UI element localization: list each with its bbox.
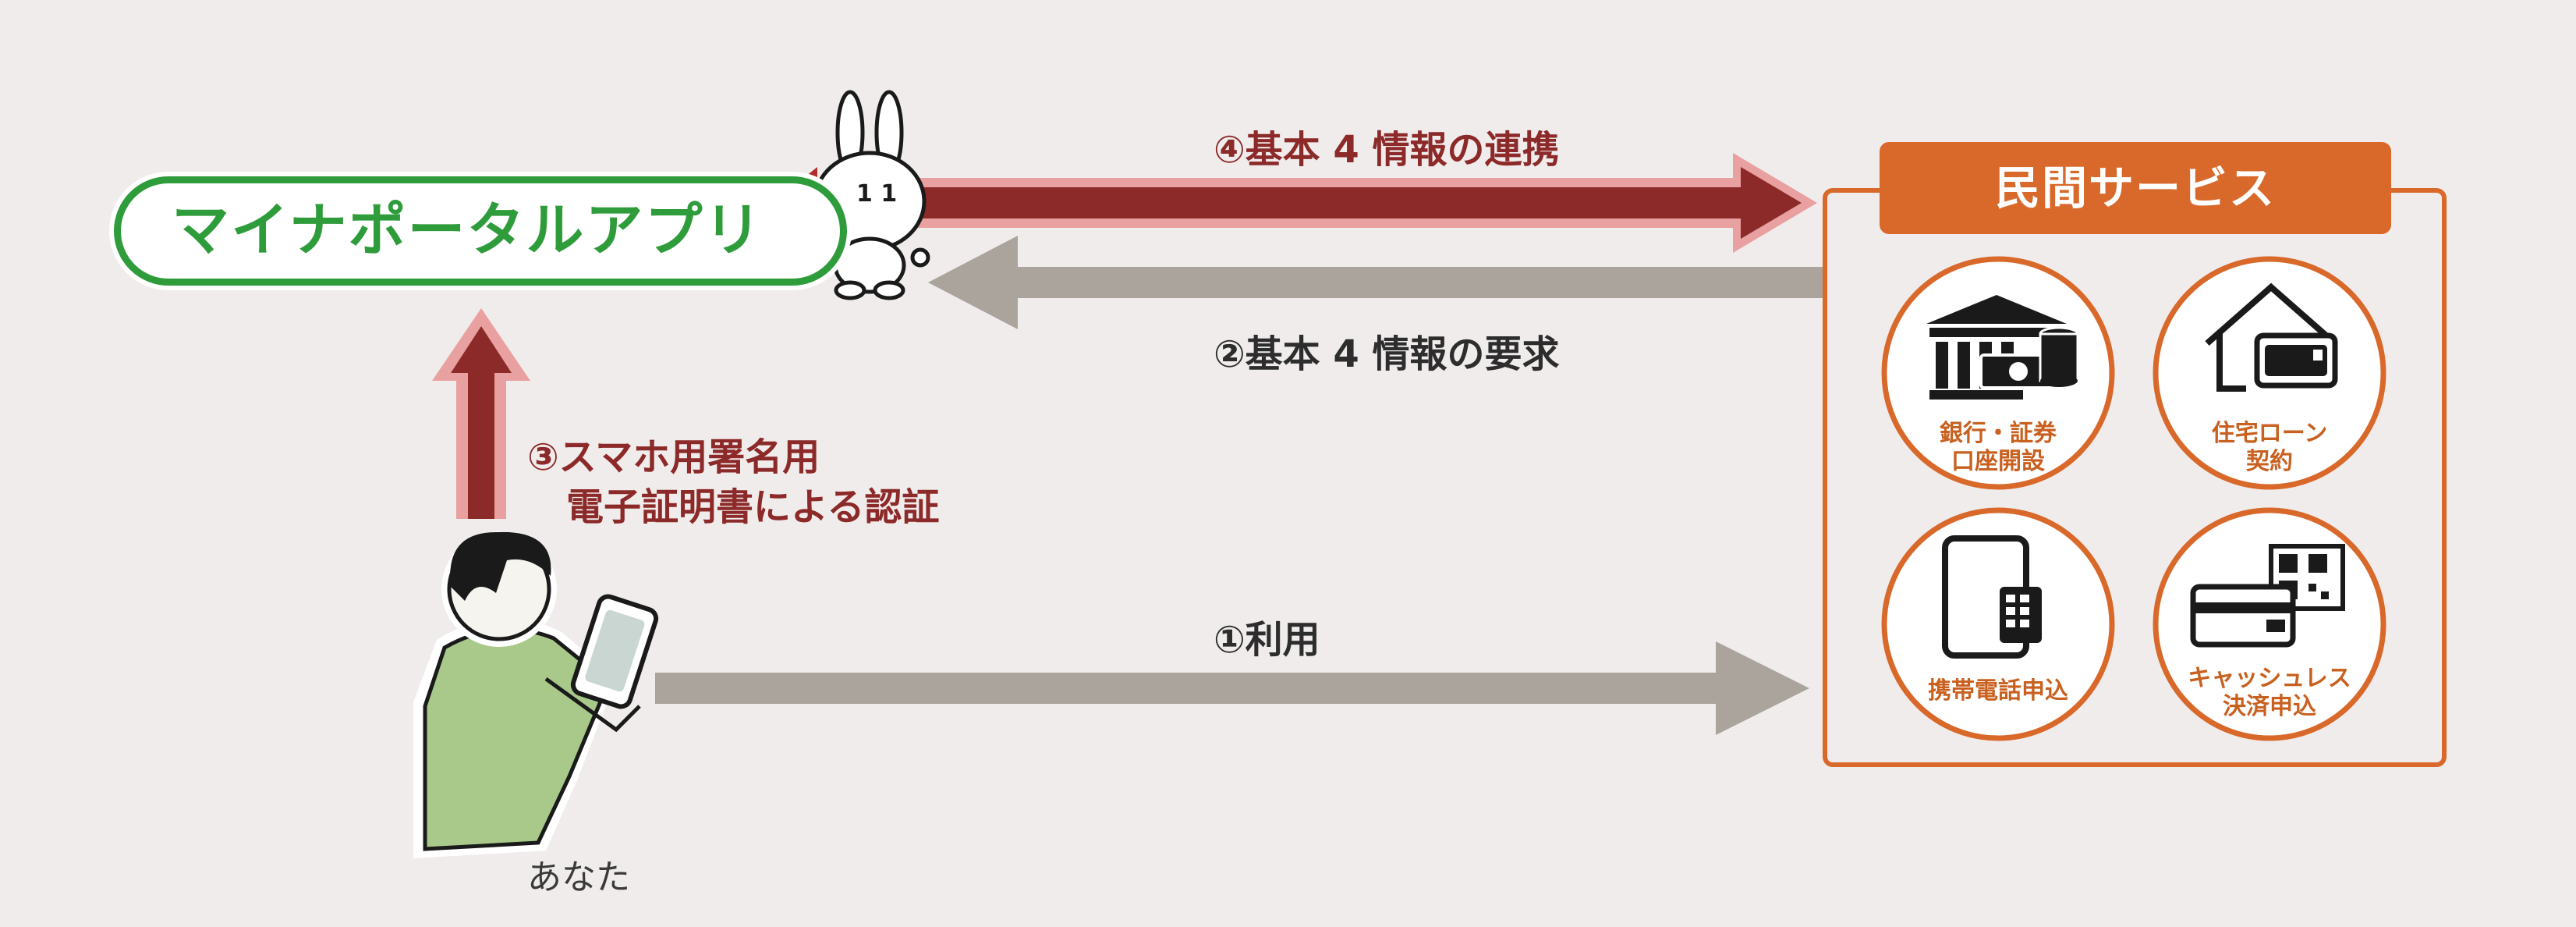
service-mortgage: 住宅ローン 契約 <box>2168 420 2371 476</box>
service-mobile: 携帯電話申込 <box>1897 677 2099 705</box>
user-figure <box>413 531 659 858</box>
app-pill <box>114 176 847 286</box>
svg-text:1 1: 1 1 <box>856 180 897 208</box>
service-bank-line1: 銀行・証券 <box>1940 420 2057 447</box>
request-arrow <box>928 236 1825 329</box>
service-mortgage-line2: 契約 <box>2246 448 2293 475</box>
link-arrow <box>897 153 1817 253</box>
user-label: あなた <box>527 858 630 897</box>
service-mortgage-line1: 住宅ローン <box>2211 420 2328 447</box>
app-title: マイナポータルアプリ <box>172 197 764 264</box>
step-request-label: ②基本 4 情報の要求 <box>1214 332 1560 376</box>
service-mobile-line1: 携帯電話申込 <box>1928 677 2068 705</box>
step-link-label: ④基本 4 情報の連携 <box>1214 128 1560 172</box>
step-use-label: ①利用 <box>1214 618 1320 662</box>
bank-icon <box>1926 295 2079 400</box>
step-auth-label-2: 電子証明書による認証 <box>566 485 940 529</box>
service-cashless-line1: キャッシュレス <box>2188 665 2351 692</box>
use-arrow <box>655 641 1809 735</box>
auth-arrow <box>432 308 530 519</box>
service-cashless-line2: 決済申込 <box>2223 693 2316 720</box>
step-auth-label-1: ③スマホ用署名用 <box>527 435 820 479</box>
services-title: 民間サービス <box>1880 142 2391 234</box>
service-bank-line2: 口座開設 <box>1951 448 2045 475</box>
phone-sim-icon <box>1942 535 2042 659</box>
card-qr-icon <box>2190 544 2345 648</box>
service-bank: 銀行・証券 口座開設 <box>1897 420 2099 476</box>
house-card-icon <box>2205 282 2338 392</box>
service-cashless: キャッシュレス 決済申込 <box>2168 665 2371 721</box>
